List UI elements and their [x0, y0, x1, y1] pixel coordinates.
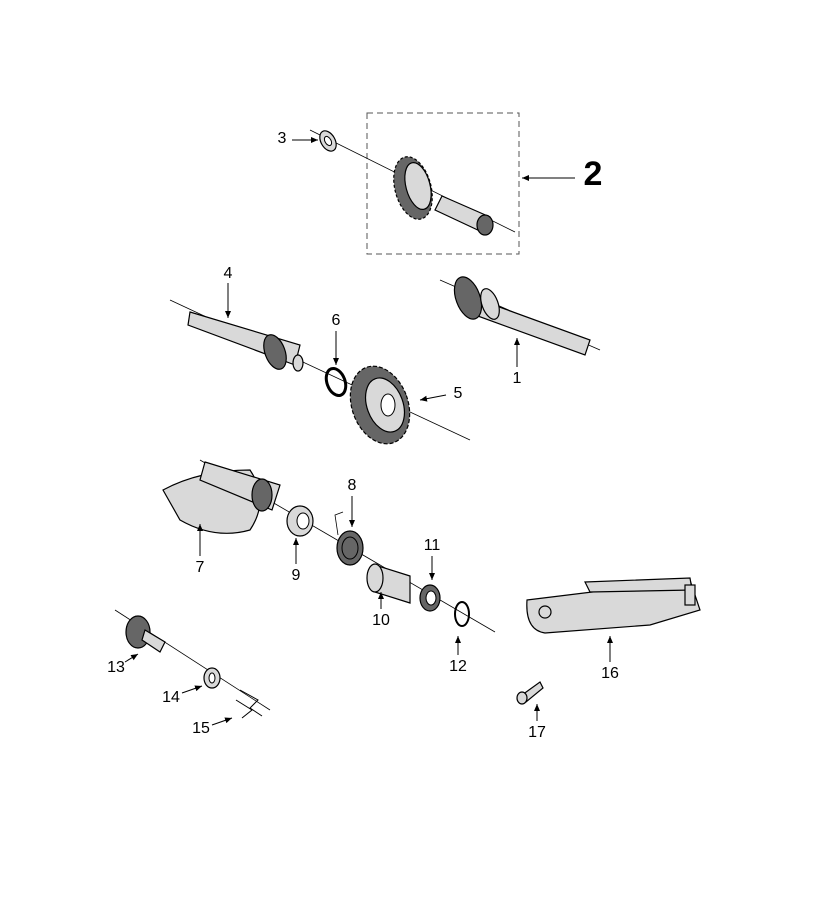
clip-15[interactable]	[235, 689, 263, 719]
shaft-4[interactable]	[187, 311, 304, 372]
label-1: 1	[513, 370, 522, 387]
label-13: 13	[107, 659, 125, 676]
kick-shaft-7[interactable]	[162, 461, 281, 534]
label-5: 5	[454, 385, 463, 402]
circlip-6[interactable]	[323, 366, 349, 398]
assembly-2-box	[366, 112, 520, 255]
washer-3[interactable]	[316, 128, 339, 154]
gear-13[interactable]	[125, 615, 166, 653]
gear-2[interactable]	[387, 152, 438, 223]
label-9: 9	[292, 567, 301, 584]
bushing-9[interactable]	[286, 505, 314, 537]
washer-11[interactable]	[419, 584, 441, 612]
label-15: 15	[192, 720, 210, 737]
label-12: 12	[449, 658, 467, 675]
kick-pedal-16[interactable]	[526, 577, 701, 634]
label-10: 10	[372, 612, 390, 629]
label-2: 2	[584, 155, 603, 193]
label-7: 7	[196, 559, 205, 576]
bolt-17[interactable]	[516, 681, 544, 705]
label-11: 11	[424, 537, 441, 554]
label-4: 4	[224, 265, 233, 282]
label-6: 6	[332, 312, 341, 329]
collar-10[interactable]	[366, 563, 411, 604]
label-8: 8	[348, 477, 357, 494]
spring-8[interactable]	[334, 511, 364, 566]
pinion-2[interactable]	[434, 195, 494, 236]
shaft-1[interactable]	[449, 273, 591, 356]
label-16: 16	[601, 665, 619, 682]
label-17: 17	[528, 724, 546, 741]
circlip-12[interactable]	[454, 601, 470, 627]
washer-14[interactable]	[203, 667, 221, 689]
gear-5[interactable]	[340, 358, 420, 452]
label-3: 3	[278, 130, 287, 147]
label-14: 14	[162, 689, 180, 706]
